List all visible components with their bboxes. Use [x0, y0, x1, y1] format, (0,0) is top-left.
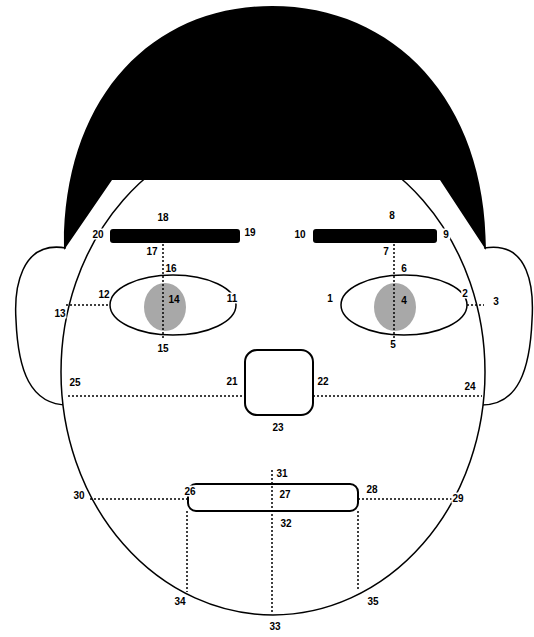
callout-number: 4	[400, 295, 408, 306]
callout-number: 5	[389, 339, 397, 350]
callout-number: 3	[492, 296, 500, 307]
callout-number: 21	[225, 376, 238, 387]
callout-number: 24	[463, 381, 476, 392]
callout-number: 30	[72, 490, 85, 501]
callout-number: 17	[145, 246, 158, 257]
callout-number: 9	[442, 229, 450, 240]
callout-number: 20	[91, 229, 104, 240]
callout-number: 34	[173, 596, 186, 607]
callout-number: 13	[53, 308, 66, 319]
callout-number: 35	[366, 596, 379, 607]
callout-number: 26	[183, 486, 196, 497]
callout-number: 15	[156, 343, 169, 354]
callout-number: 32	[279, 518, 292, 529]
callout-number: 10	[293, 229, 306, 240]
callout-number: 16	[164, 263, 177, 274]
callout-number: 11	[226, 293, 239, 304]
callout-number: 14	[167, 294, 180, 305]
callout-number: 23	[271, 422, 284, 433]
callout-number: 27	[278, 489, 291, 500]
callout-number: 28	[365, 484, 378, 495]
callout-number: 2	[461, 288, 469, 299]
callout-number: 6	[400, 263, 408, 274]
callout-number: 22	[316, 376, 329, 387]
callout-number: 19	[243, 227, 256, 238]
callout-number: 18	[156, 212, 169, 223]
callout-number: 1	[326, 293, 334, 304]
callout-number: 8	[388, 210, 396, 221]
callout-number: 29	[451, 493, 464, 504]
callout-number: 31	[275, 468, 288, 479]
callout-number: 7	[382, 246, 390, 257]
callout-number: 12	[97, 289, 110, 300]
callout-number: 33	[268, 621, 281, 632]
callout-number: 25	[68, 377, 81, 388]
